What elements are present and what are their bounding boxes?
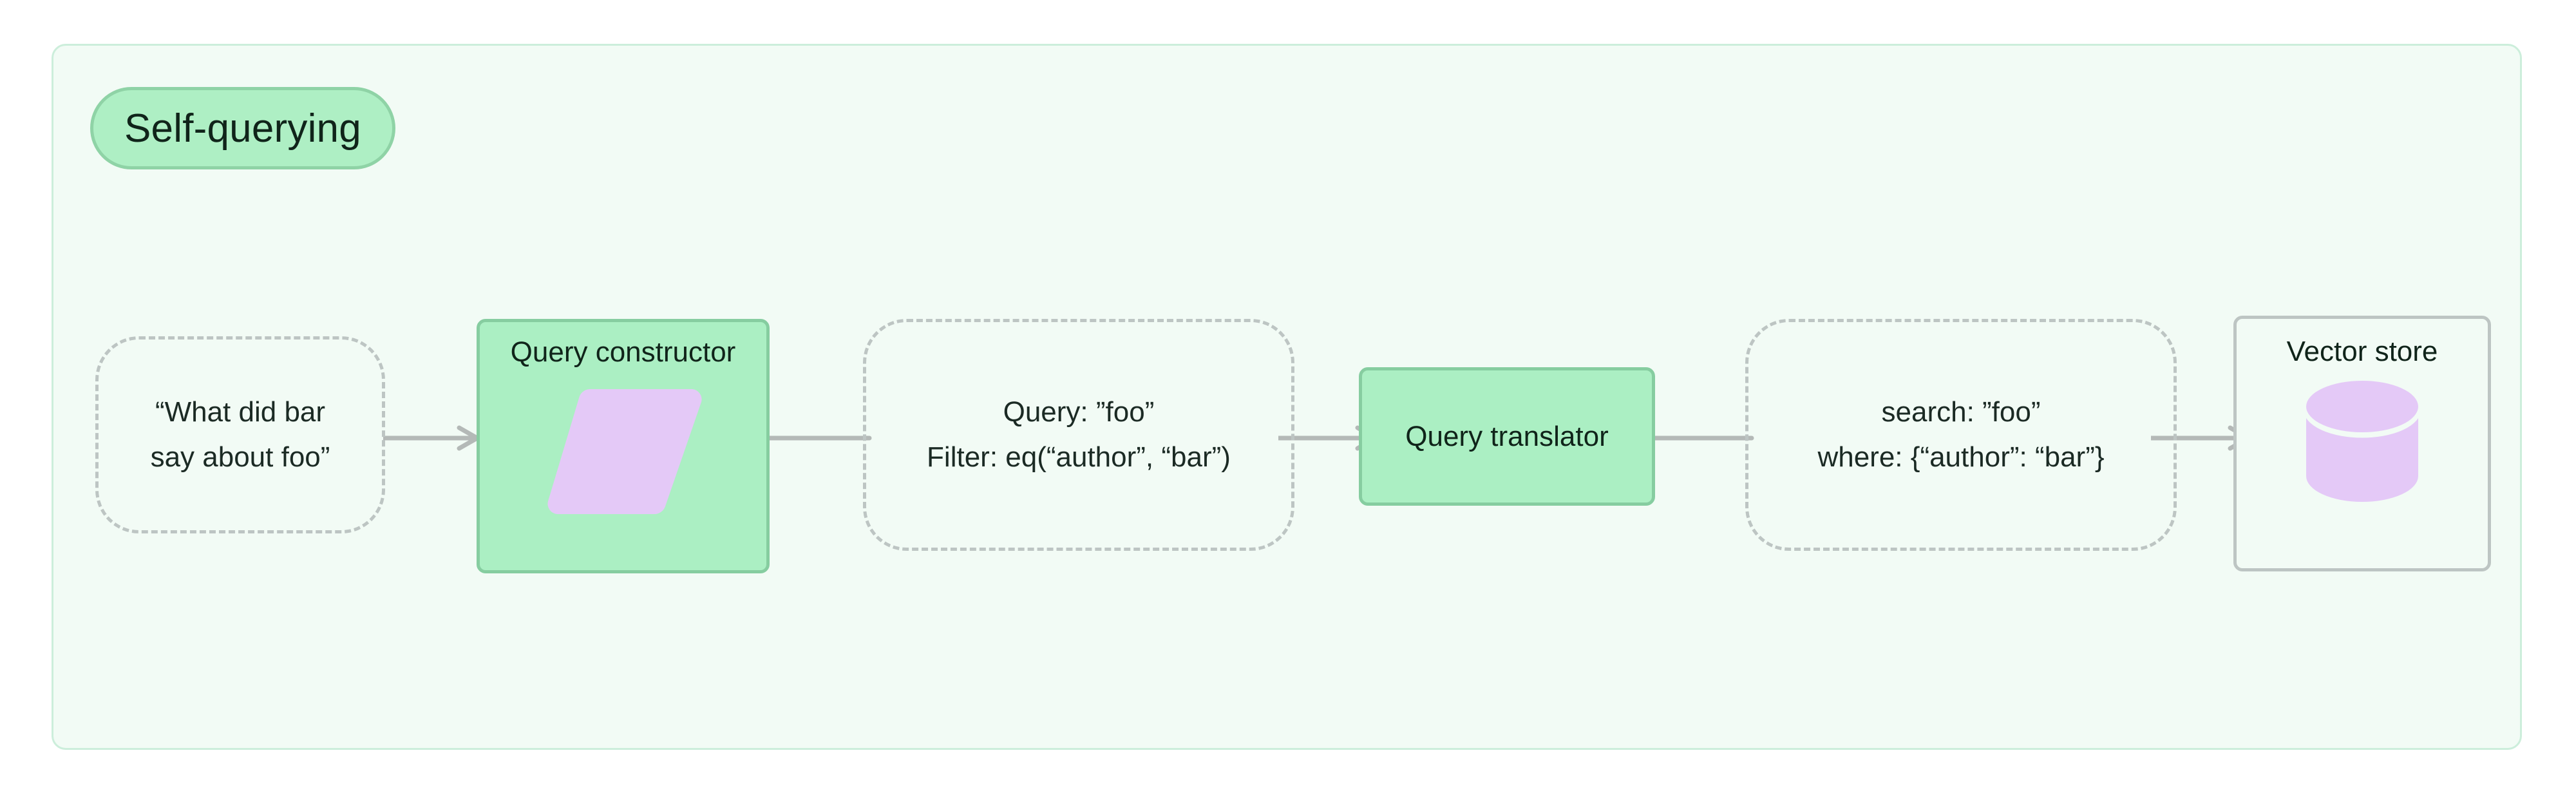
database-cylinder-icon [2303,381,2421,502]
node-translated-query[interactable]: search: ”foo” where: {“author”: “bar”} [1745,319,2177,551]
node-structured-query[interactable]: Query: ”foo” Filter: eq(“author”, “bar”) [863,319,1294,551]
node-query-constructor-label: Query constructor [510,336,736,368]
node-vector-store[interactable]: Vector store [2233,316,2491,571]
node-vector-store-label: Vector store [2286,336,2438,367]
node-user-question-text: “What did bar say about foo” [150,396,330,473]
node-user-question[interactable]: “What did bar say about foo” [95,336,385,533]
node-query-translator[interactable]: Query translator [1359,367,1655,506]
node-query-translator-label: Query translator [1405,420,1609,452]
edge-question-to-query-constructor [383,425,480,451]
edge-query-constructor-to-structured-query [770,436,872,441]
node-translated-query-text: search: ”foo” where: {“author”: “bar”} [1817,396,2105,473]
subgraph-title-label: Self-querying [124,106,361,151]
self-querying-subgraph-container [52,44,2522,750]
node-query-constructor[interactable]: Query constructor [477,319,770,573]
edge-query-translator-to-translated-query [1649,436,1754,441]
llm-parallelogram-icon [547,389,702,515]
node-structured-query-text: Query: ”foo” Filter: eq(“author”, “bar”) [927,396,1231,473]
subgraph-title-badge: Self-querying [90,87,395,169]
